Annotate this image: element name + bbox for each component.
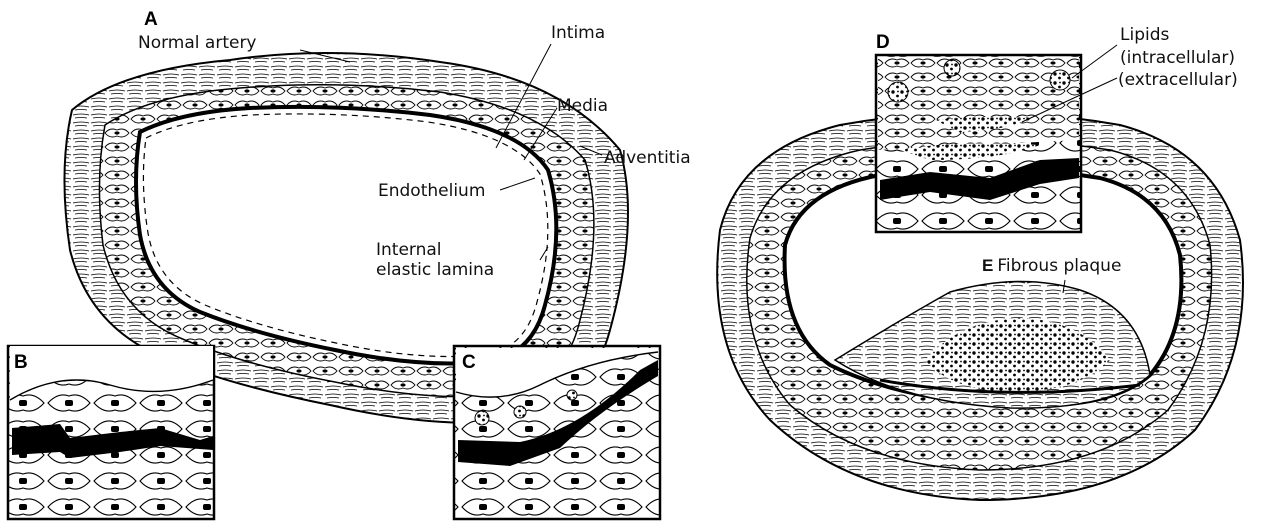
inset-b-illustration — [8, 346, 214, 519]
adventitia-label: Adventitia — [604, 148, 691, 168]
panel-label-d: D — [876, 32, 890, 54]
endothelium-label: Endothelium — [378, 181, 485, 201]
lipids-label: Lipids — [1120, 25, 1169, 45]
normal-artery-label: Normal artery — [138, 33, 257, 53]
internal-elastic-lamina-label: Internal elastic lamina — [376, 240, 494, 280]
panel-label-c: C — [462, 352, 476, 374]
media-label: Media — [557, 96, 608, 116]
fibrous-plaque-text: Fibrous plaque — [997, 256, 1121, 276]
inset-d-illustration — [876, 55, 1081, 232]
panel-label-e: E — [982, 256, 993, 275]
panel-label-a: A — [144, 9, 158, 31]
intima-label: Intima — [551, 23, 605, 43]
lipids-extracellular-label: (extracellular) — [1118, 70, 1238, 90]
panel-label-b: B — [14, 352, 28, 374]
lipids-intracellular-label: (intracellular) — [1120, 48, 1235, 68]
inset-c-illustration — [454, 346, 660, 519]
